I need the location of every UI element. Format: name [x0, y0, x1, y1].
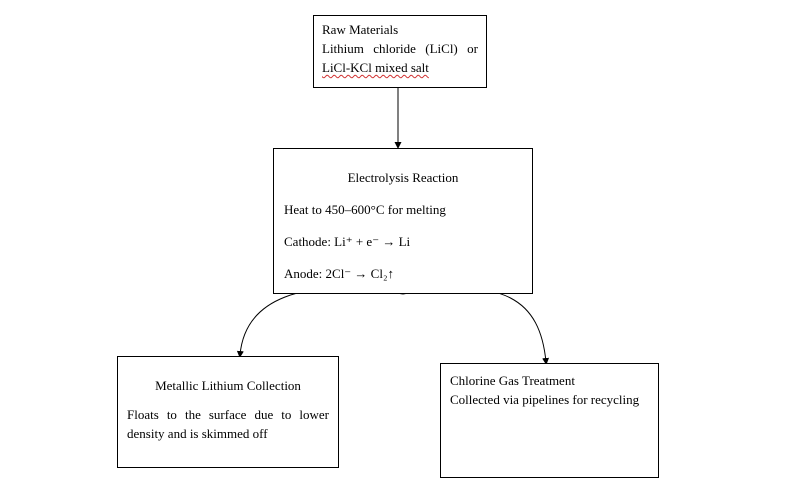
anode-reaction: Anode: 2Cl⁻ → Cl₂↑ — [284, 266, 394, 281]
arrow-electrolysis-to-chlorine — [402, 287, 550, 365]
lithium-collection-title: Metallic Lithium Collection — [155, 378, 301, 393]
raw-materials-box: Raw Materials Lithium chloride (LiCl) or… — [313, 15, 487, 88]
electrolysis-heat-step: Heat to 450–600°C for melting — [284, 202, 446, 217]
lithium-collection-line1: Floats to the surface due to lower — [127, 407, 329, 422]
electrolysis-title: Electrolysis Reaction — [347, 170, 459, 185]
lithium-collection-line2: density and is skimmed off — [127, 426, 268, 441]
raw-materials-line1: Lithium chloride (LiCl) or — [322, 41, 478, 56]
lithium-collection-box: Metallic Lithium Collection Floats to th… — [117, 356, 339, 468]
electrolysis-reaction-box: Electrolysis Reaction Heat to 450–600°C … — [273, 148, 533, 294]
chlorine-treatment-box: Chlorine Gas Treatment Collected via pip… — [440, 363, 659, 478]
chlorine-treatment-line1: Collected via pipelines for recycling — [450, 392, 640, 407]
raw-materials-title: Raw Materials — [322, 22, 399, 37]
cathode-reaction: Cathode: Li⁺ + e⁻ → Li — [284, 234, 411, 249]
chlorine-treatment-title: Chlorine Gas Treatment — [450, 373, 575, 388]
raw-materials-line2: LiCl-KCl mixed salt — [322, 60, 429, 75]
arrow-electrolysis-to-lithium — [236, 287, 404, 358]
